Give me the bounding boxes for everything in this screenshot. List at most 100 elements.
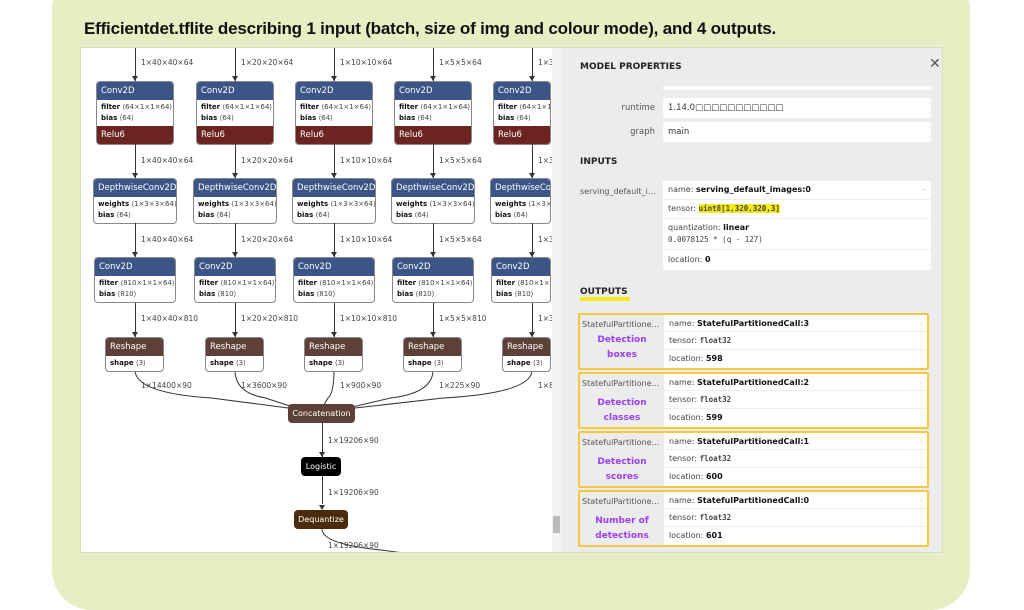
output-name: StatefulPartitionedCall:3	[696, 318, 810, 328]
logistic-node[interactable]: Logistic	[301, 457, 341, 476]
edge-to-concatenation	[347, 369, 434, 409]
key: tensor:	[669, 454, 698, 464]
arrow	[529, 252, 535, 257]
input-tensor: uint8[1,320,320,3]	[698, 204, 780, 213]
expand-icon[interactable]: -	[919, 436, 922, 446]
graph-scrollbar[interactable]	[552, 48, 561, 552]
edge-label: 1×3	[538, 156, 552, 165]
output-tensor: float32	[699, 336, 732, 346]
attr-key: filter	[298, 279, 318, 287]
edge-label: 1×5×5×810	[439, 314, 487, 323]
relu6-activation: Relu6	[395, 126, 471, 144]
edge	[334, 144, 335, 178]
edge	[532, 48, 533, 81]
expand-icon[interactable]: -	[919, 318, 922, 328]
attr-key: weights	[198, 200, 230, 208]
attr-key: bias	[399, 114, 416, 122]
edge-label: 1×19206×90	[328, 436, 379, 445]
attr-key: bias	[198, 211, 215, 219]
attr-key: bias	[201, 114, 218, 122]
key: location:	[668, 255, 705, 264]
output-tensor: float32	[699, 395, 732, 405]
runtime-label: runtime	[621, 103, 655, 113]
arrow	[232, 173, 238, 178]
attr-key: bias	[397, 290, 414, 298]
attr-value: ⟨64⟩	[516, 114, 531, 122]
edge-label: 1×225×90	[439, 381, 481, 390]
expand-icon[interactable]: -	[919, 495, 922, 505]
output-item: StatefulPartitione... Detection boxes na…	[578, 313, 929, 370]
output-name: StatefulPartitionedCall:2	[696, 377, 810, 387]
outputs-highlight	[580, 297, 630, 301]
output-item: StatefulPartitione... Detection scores n…	[578, 431, 929, 488]
edge	[235, 144, 236, 178]
expand-icon[interactable]: -	[919, 377, 922, 387]
arrow	[232, 76, 238, 81]
attr-value: ⟨1×3×3×64⟩	[429, 200, 475, 208]
dequantize-node[interactable]: Dequantize	[294, 510, 348, 529]
attr-value: ⟨64×1×1×64⟩	[420, 103, 471, 111]
graph-scrollbar-thumb[interactable]	[553, 516, 560, 533]
attr-value: ⟨1×3×3×64⟩	[231, 200, 277, 208]
attr-key: weights	[495, 200, 527, 208]
close-icon[interactable]: ✕	[929, 56, 941, 72]
attr-value: ⟨810×1×1×64⟩	[120, 279, 175, 287]
concatenation-node[interactable]: Concatenation	[288, 404, 355, 423]
input-name: serving_default_images:0	[695, 185, 811, 194]
key: tensor:	[669, 395, 698, 405]
node-title: Conv2D	[492, 258, 550, 276]
attr-value: ⟨64⟩	[219, 114, 234, 122]
attr-value: ⟨810⟩	[316, 290, 336, 298]
node-title: DepthwiseConv2D	[293, 179, 375, 197]
edge-label: 1×5×5×64	[439, 235, 482, 244]
arrow	[319, 452, 325, 457]
attr-value: ⟨3⟩	[532, 359, 543, 367]
edge	[135, 48, 136, 81]
attr-key: bias	[298, 290, 315, 298]
attr-value: ⟨810⟩	[117, 290, 137, 298]
output-location: 599	[705, 413, 723, 423]
relu6-activation: Relu6	[97, 126, 173, 144]
edge-label: 1×5×5×64	[439, 156, 482, 165]
attr-key: filter	[99, 279, 119, 287]
output-details: name: StatefulPartitionedCall:2- tensor:…	[664, 374, 927, 427]
output-label: StatefulPartitione...	[582, 497, 660, 506]
attr-key: filter	[199, 279, 219, 287]
attr-key: bias	[99, 290, 116, 298]
attr-value: ⟨64⟩	[216, 211, 231, 219]
attr-value: ⟨64⟩	[414, 211, 429, 219]
edge	[334, 303, 335, 337]
attr-value: ⟨64×1×1×	[519, 103, 550, 111]
key: location:	[669, 472, 704, 482]
expand-icon[interactable]: -	[923, 185, 926, 194]
attr-value: ⟨3⟩	[334, 359, 345, 367]
edge	[532, 303, 533, 337]
attr-value: ⟨810⟩	[217, 290, 237, 298]
edge	[322, 476, 323, 504]
attr-value: ⟨64⟩	[513, 211, 528, 219]
output-annotation: Detection classes	[597, 398, 647, 423]
input-details: name: serving_default_images:0- tensor: …	[663, 181, 931, 270]
outputs-header: OUTPUTS	[580, 287, 628, 297]
